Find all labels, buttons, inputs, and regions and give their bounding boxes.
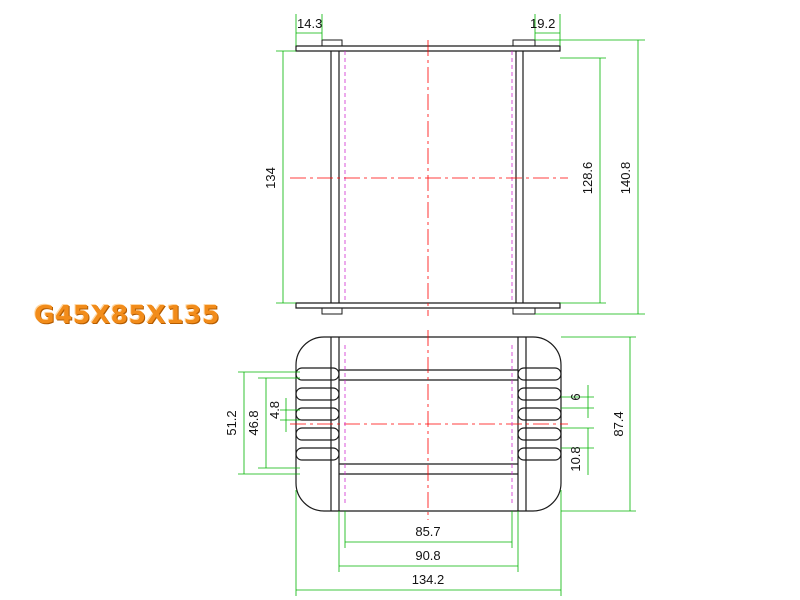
top-view <box>290 39 568 316</box>
top-left-tab <box>321 39 343 47</box>
left-fins <box>295 367 340 461</box>
bottom-left-tab <box>321 307 343 315</box>
dim-flange-right: 19.2 <box>530 16 555 31</box>
dim-height-total: 140.8 <box>618 162 633 195</box>
dim-fin-width: 6 <box>568 393 583 400</box>
dim-base-height: 87.4 <box>611 411 626 436</box>
top-flange <box>295 45 561 52</box>
dim-fin-pitch: 10.8 <box>568 446 583 471</box>
right-fins <box>517 367 562 461</box>
top-right-tab <box>512 39 536 47</box>
bottom-view-centerlines <box>290 330 568 520</box>
dim-height-mid: 128.6 <box>580 162 595 195</box>
bottom-right-tab <box>512 307 536 315</box>
dim-gap-small: 4.8 <box>267 401 282 419</box>
dim-slot-outer: 51.2 <box>224 410 239 435</box>
bottom-flange <box>295 302 561 309</box>
bottom-view <box>295 336 562 512</box>
dim-slot-inner: 46.8 <box>246 410 261 435</box>
bottom-view-dimensions <box>238 336 636 596</box>
part-title: G45X85X135 <box>34 300 220 329</box>
dim-inner-height: 134 <box>263 167 278 189</box>
dim-width-mid: 90.8 <box>415 548 440 563</box>
top-view-dimensions <box>276 14 645 315</box>
dim-width-inner: 85.7 <box>415 524 440 539</box>
dim-width-total: 134.2 <box>412 572 445 587</box>
dim-flange-left: 14.3 <box>297 16 322 31</box>
